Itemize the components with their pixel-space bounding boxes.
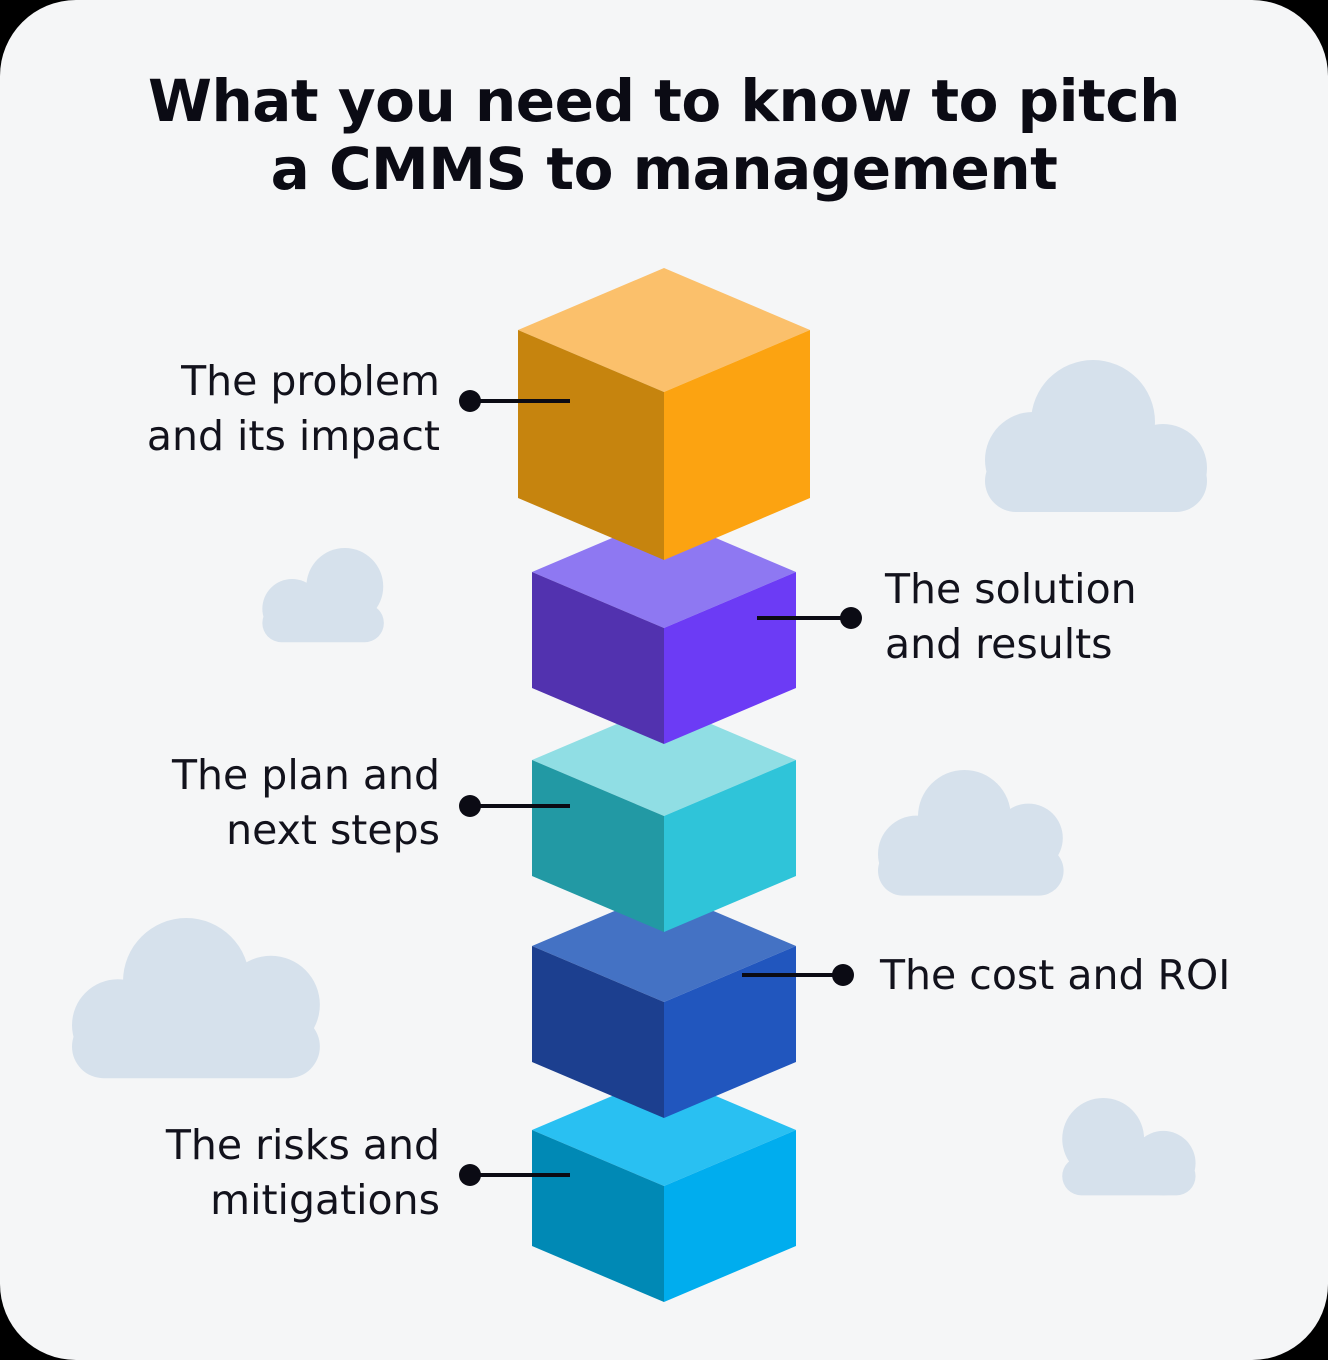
cube-label-plan: The plan and next steps (172, 751, 440, 854)
cube-5-risks (532, 1074, 796, 1302)
title-line-2: a CMMS to management (270, 134, 1058, 203)
cube-label-cost: The cost and ROI (880, 951, 1231, 999)
cloud-bottom-left (72, 918, 320, 1079)
page-title: What you need to know to pitch a CMMS to… (0, 67, 1328, 204)
cube-3-plan (532, 704, 796, 932)
cube-4-cost (532, 890, 796, 1118)
connector-dot-3 (459, 795, 481, 817)
cloud-mid-right (878, 770, 1064, 896)
cloud-bottom-right (1062, 1098, 1196, 1196)
cloud-mid-left (262, 548, 384, 643)
cube-2-solution (532, 516, 796, 744)
title-line-1: What you need to know to pitch (148, 67, 1180, 135)
connector-dot-2 (840, 607, 862, 629)
cube-label-risks: The risks and mitigations (165, 1121, 440, 1224)
cube-label-problem: The problem and its impact (146, 357, 440, 460)
connector-dot-1 (459, 390, 481, 412)
cloud-top-right (985, 360, 1207, 512)
cube-1-problem (518, 268, 810, 560)
connector-dot-5 (459, 1164, 481, 1186)
connector-dot-4 (832, 964, 854, 986)
cube-label-solution: The solution and results (885, 565, 1137, 668)
